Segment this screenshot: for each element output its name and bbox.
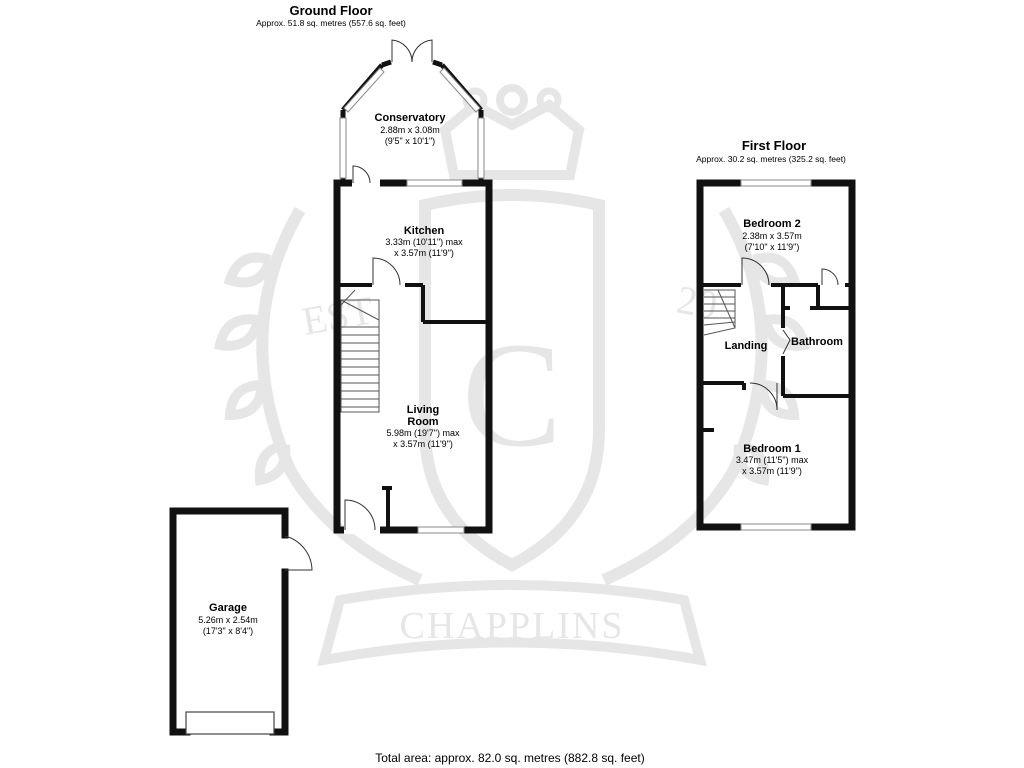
- first-floor-title: First Floor: [742, 138, 806, 153]
- bathroom-door[interactable]: [782, 329, 791, 355]
- living-room-dims-line2: x 3.57m (11'9"): [393, 439, 453, 449]
- bathroom-label: Bathroom: [791, 336, 843, 348]
- garage-dims-line2: (17'3" x 8'4"): [203, 626, 253, 636]
- bedroom-1-dims-line2: x 3.57m (11'9"): [742, 466, 802, 476]
- banner-ribbon: [317, 580, 707, 667]
- garage-label: Garage: [209, 602, 247, 614]
- conservatory-label: Conservatory: [375, 112, 447, 124]
- kitchen-window: [406, 179, 463, 187]
- kitchen-dims-line1: 3.33m (10'11") max: [385, 237, 463, 247]
- ground-floor-title: Ground Floor: [289, 3, 372, 18]
- conservatory-dims-line1: 2.88m x 3.08m: [380, 125, 440, 135]
- bedroom-1-dims-line1: 3.47m (11'5") max: [736, 455, 809, 465]
- kitchen-label: Kitchen: [404, 225, 445, 237]
- first-floor-area: Approx. 30.2 sq. metres (325.2 sq. feet): [696, 154, 846, 164]
- conservatory-french-doors[interactable]: [391, 39, 433, 63]
- conservatory-windows: [339, 67, 485, 179]
- conservatory-dims-line2: (9'5" x 10'1"): [385, 136, 435, 146]
- living-room-label: Living: [407, 404, 439, 416]
- bedroom-2-dims-line1: 2.38m x 3.57m: [742, 231, 802, 241]
- garage-dims-line1: 5.26m x 2.54m: [198, 615, 258, 625]
- living-room-dims-line1: 5.98m (19'7") max: [387, 428, 460, 438]
- garage-side-door[interactable]: [284, 535, 313, 571]
- bedroom-1-door[interactable]: [749, 382, 778, 411]
- front-door[interactable]: [344, 499, 376, 531]
- landing-stairwell: [703, 289, 736, 336]
- living-room-label-line2: Room: [407, 416, 438, 428]
- total-area: Total area: approx. 82.0 sq. metres (882…: [375, 751, 644, 765]
- living-room-window: [417, 526, 465, 534]
- crest-brand: CHAPPLINS: [400, 605, 625, 647]
- cupboard-door[interactable]: [821, 268, 839, 286]
- bedroom-2-door[interactable]: [741, 257, 770, 286]
- kitchen-back-door[interactable]: [352, 165, 371, 184]
- staircase: [340, 289, 380, 413]
- bedroom-1-window: [740, 523, 812, 531]
- kitchen-dims-line2: x 3.57m (11'9"): [394, 248, 454, 258]
- crest-monogram: C: [462, 312, 562, 478]
- garage-walls: [169, 507, 289, 736]
- kitchen-door-gap: [352, 178, 380, 188]
- bedroom-2-label: Bedroom 2: [743, 218, 800, 230]
- bedroom-2-dims-line2: (7'10" x 11'9"): [745, 242, 800, 252]
- garage-door[interactable]: [185, 711, 275, 735]
- company-crest-watermark: [214, 84, 810, 667]
- bedroom-2-window: [740, 179, 812, 187]
- ground-floor-area: Approx. 51.8 sq. metres (557.6 sq. feet): [256, 18, 406, 28]
- shield-icon: [419, 189, 605, 572]
- kitchen-internal-door[interactable]: [372, 257, 401, 286]
- bedroom-1-label: Bedroom 1: [743, 443, 800, 455]
- landing-label: Landing: [725, 340, 768, 352]
